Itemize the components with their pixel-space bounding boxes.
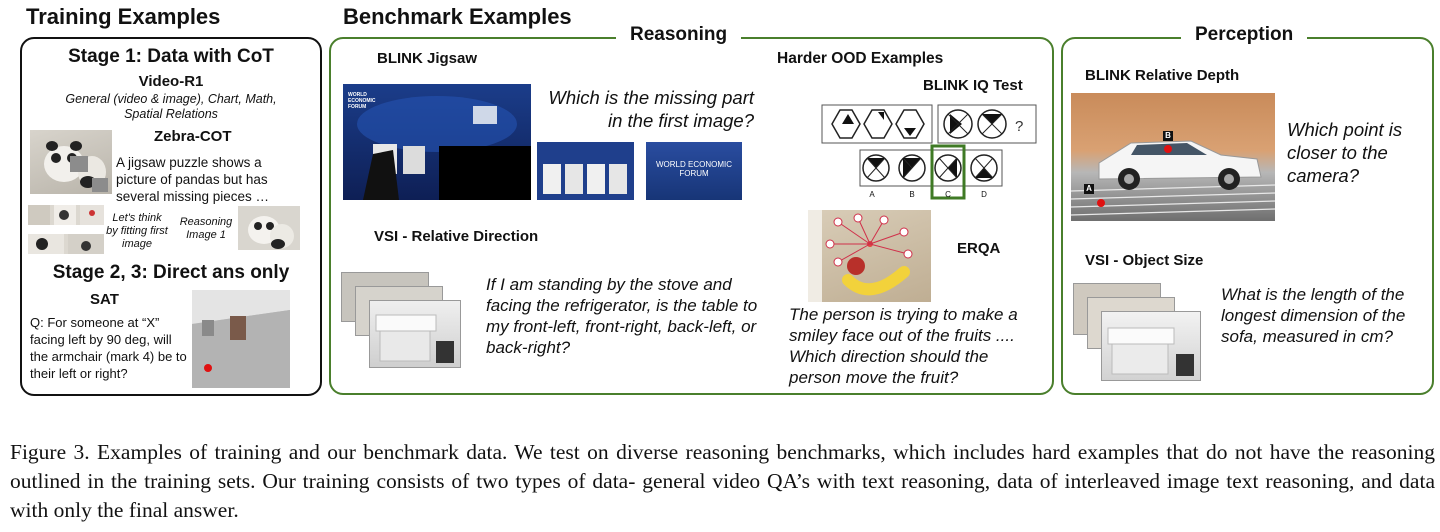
erqa-fruit-image [808, 210, 931, 302]
vsi-size-label: VSI - Object Size [1085, 252, 1204, 269]
vsi-direction-label: VSI - Relative Direction [374, 228, 539, 245]
reasoning-image-label: Reasoning Image 1 [179, 216, 233, 241]
iq-question-mark: ? [1015, 118, 1024, 135]
erqa-question: The person is trying to make a smiley fa… [789, 305, 1018, 387]
zebra-cot-label: Zebra-COT [154, 128, 232, 145]
reasoning-panda-image [238, 206, 300, 250]
vsi-size-question: What is the length of the longest dimens… [1221, 285, 1406, 346]
panda-puzzle-image [30, 130, 112, 194]
stage23-title: Stage 2, 3: Direct ans only [52, 262, 290, 283]
training-panel [20, 37, 322, 396]
jigsaw-option-1 [537, 142, 634, 200]
blink-depth-label: BLINK Relative Depth [1085, 67, 1240, 84]
perception-title: Perception [1181, 24, 1308, 46]
wef-small-logo-text: WORLD ECONOMIC FORUM [348, 92, 376, 110]
stage1-title: Stage 1: Data with CoT [68, 46, 274, 67]
figure-caption: Figure 3. Examples of training and our b… [10, 440, 1435, 522]
video-r1-label: Video-R1 [138, 73, 204, 90]
harder-ood-label: Harder OOD Examples [777, 50, 944, 67]
jigsaw-option-2: WORLD ECONOMIC FORUM [646, 142, 742, 200]
depth-car-image: B A [1071, 93, 1275, 221]
reasoning-title: Reasoning [616, 24, 742, 46]
iq-option-b: B [909, 190, 915, 199]
sat-question: Q: For someone at “X” facing left by 90 … [30, 315, 187, 381]
depth-question: Which point is closer to the camera? [1287, 119, 1403, 186]
vsi-direction-question: If I am standing by the stove and facing… [486, 275, 758, 357]
sat-room-image [192, 290, 290, 388]
iq-option-c: C [945, 190, 951, 199]
wef-logo-text: WORLD ECONOMIC FORUM [656, 160, 732, 178]
sat-label: SAT [90, 291, 119, 308]
zebra-cot-text: A jigsaw puzzle shows a picture of panda… [116, 155, 270, 204]
video-r1-description: General (video & image), Chart, Math, Sp… [65, 92, 277, 121]
blink-iq-label: BLINK IQ Test [923, 77, 1023, 94]
jigsaw-question: Which is the missing part in the first i… [548, 87, 754, 131]
training-examples-heading: Training Examples [26, 4, 221, 29]
iq-option-a: A [869, 190, 875, 199]
iq-option-d: D [981, 190, 987, 199]
puzzle-pieces-row-2 [28, 234, 104, 254]
benchmark-examples-heading: Benchmark Examples [343, 4, 572, 29]
depth-point-a: A [1086, 184, 1092, 193]
iq-test-graphic [821, 104, 1037, 200]
vsi-size-frame-front [1101, 311, 1201, 381]
blink-jigsaw-label: BLINK Jigsaw [377, 50, 478, 67]
erqa-label: ERQA [957, 240, 1001, 257]
jigsaw-main-image [343, 84, 531, 200]
depth-point-b: B [1165, 131, 1171, 140]
lets-think-text: Let's think by fitting first image [106, 212, 168, 250]
puzzle-pieces-row-1 [28, 205, 104, 225]
vsi-direction-frame-front [369, 300, 461, 368]
